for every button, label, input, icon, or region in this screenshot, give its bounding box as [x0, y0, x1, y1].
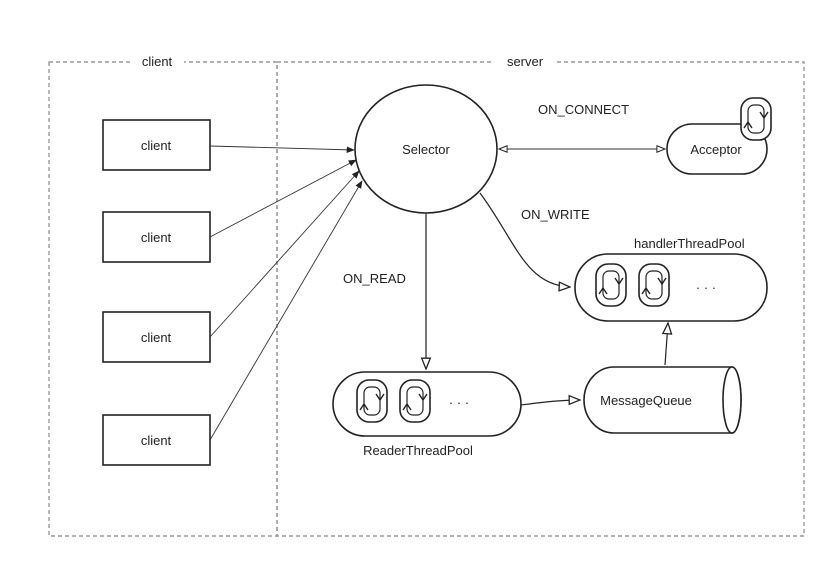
- message-queue-label: MessageQueue: [600, 393, 692, 408]
- selector-node: Selector: [354, 84, 498, 214]
- client-label: client: [141, 433, 172, 448]
- acceptor-thread-icon: [740, 97, 772, 141]
- client-label: client: [141, 138, 172, 153]
- client-box-3: client: [102, 311, 211, 363]
- client-box-4: client: [102, 414, 211, 466]
- client-2-to-selector-arrow: [209, 159, 357, 238]
- server-region-label: server: [507, 54, 544, 69]
- on-write-label: ON_WRITE: [521, 207, 590, 222]
- client-label: client: [141, 230, 172, 245]
- queue-to-handler-arrow: [665, 323, 668, 366]
- client-box-1: client: [102, 119, 211, 171]
- reader-ellipsis: · · ·: [449, 395, 469, 410]
- acceptor-node: Acceptor: [666, 97, 772, 175]
- client-4-to-selector-arrow: [209, 180, 363, 441]
- server-region: server: [276, 52, 805, 537]
- handler-ellipsis: · · ·: [696, 280, 716, 295]
- client-box-2: client: [102, 211, 211, 263]
- client-region-label: client: [142, 54, 173, 69]
- reader-to-queue-arrow: [520, 400, 580, 406]
- handler-thread-pool: · · ·: [574, 253, 768, 322]
- client-1-to-selector-arrow: [209, 145, 355, 154]
- client-label: client: [141, 330, 172, 345]
- thread-icon: [356, 379, 388, 423]
- reader-thread-pool: · · ·: [332, 371, 522, 437]
- selector-label: Selector: [402, 142, 450, 157]
- message-queue-node: MessageQueue: [583, 366, 742, 434]
- on-read-label: ON_READ: [343, 271, 406, 286]
- thread-icon: [638, 263, 670, 307]
- handler-pool-label: handlerThreadPool: [634, 236, 745, 251]
- on-connect-label: ON_CONNECT: [538, 102, 629, 117]
- thread-icon: [399, 379, 431, 423]
- client-3-to-selector-arrow: [209, 170, 360, 338]
- acceptor-label: Acceptor: [690, 142, 742, 157]
- on-write-arrow: [479, 192, 570, 287]
- reader-pool-label: ReaderThreadPool: [363, 443, 473, 458]
- thread-icon: [595, 263, 627, 307]
